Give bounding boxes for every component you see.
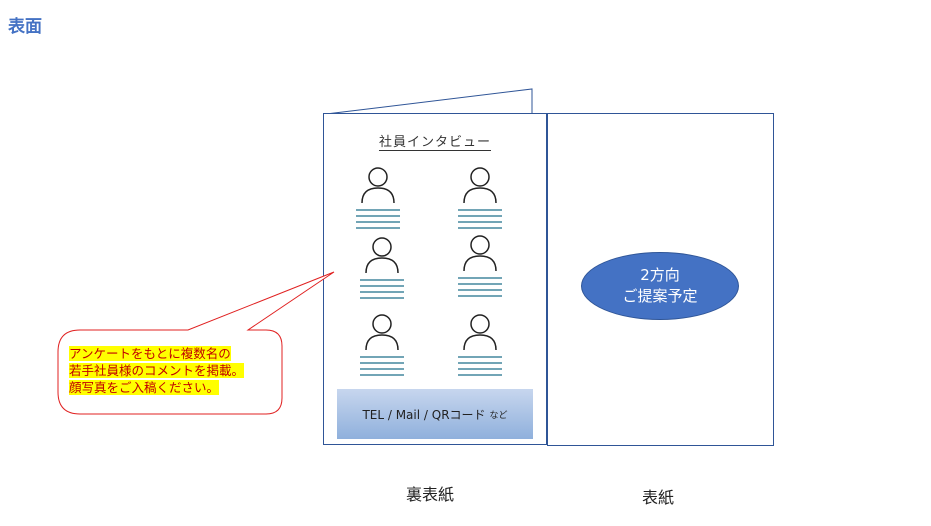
proposal-line-2: ご提案予定 xyxy=(622,287,698,305)
callout-line: 若手社員様のコメントを掲載。 xyxy=(69,363,245,378)
callout-line: アンケートをもとに複数名の xyxy=(69,346,231,361)
callout-line: 顔写真をご入稿ください。 xyxy=(69,380,220,395)
person-icon xyxy=(458,235,502,297)
person-icon xyxy=(356,167,400,229)
proposal-line-1: 2方向 xyxy=(640,266,680,284)
interview-title: 社員インタビュー xyxy=(378,135,491,150)
contact-suffix-text: など xyxy=(489,410,508,421)
person-icon xyxy=(360,314,404,376)
proposal-ellipse: 2方向 ご提案予定 xyxy=(581,252,739,320)
person-icon xyxy=(458,314,502,376)
contact-info-box: TEL / Mail / QRコード など xyxy=(337,389,533,439)
callout-text: アンケートをもとに複数名の 若手社員様のコメントを掲載。 顔写真をご入稿ください… xyxy=(69,345,245,396)
person-icon xyxy=(458,167,502,229)
person-icon xyxy=(360,237,404,299)
front-cover-label: 表紙 xyxy=(642,488,675,507)
back-cover-label: 裏表紙 xyxy=(406,485,455,504)
page-title: 表面 xyxy=(8,17,42,37)
contact-main-text: TEL / Mail / QRコード xyxy=(362,407,486,422)
